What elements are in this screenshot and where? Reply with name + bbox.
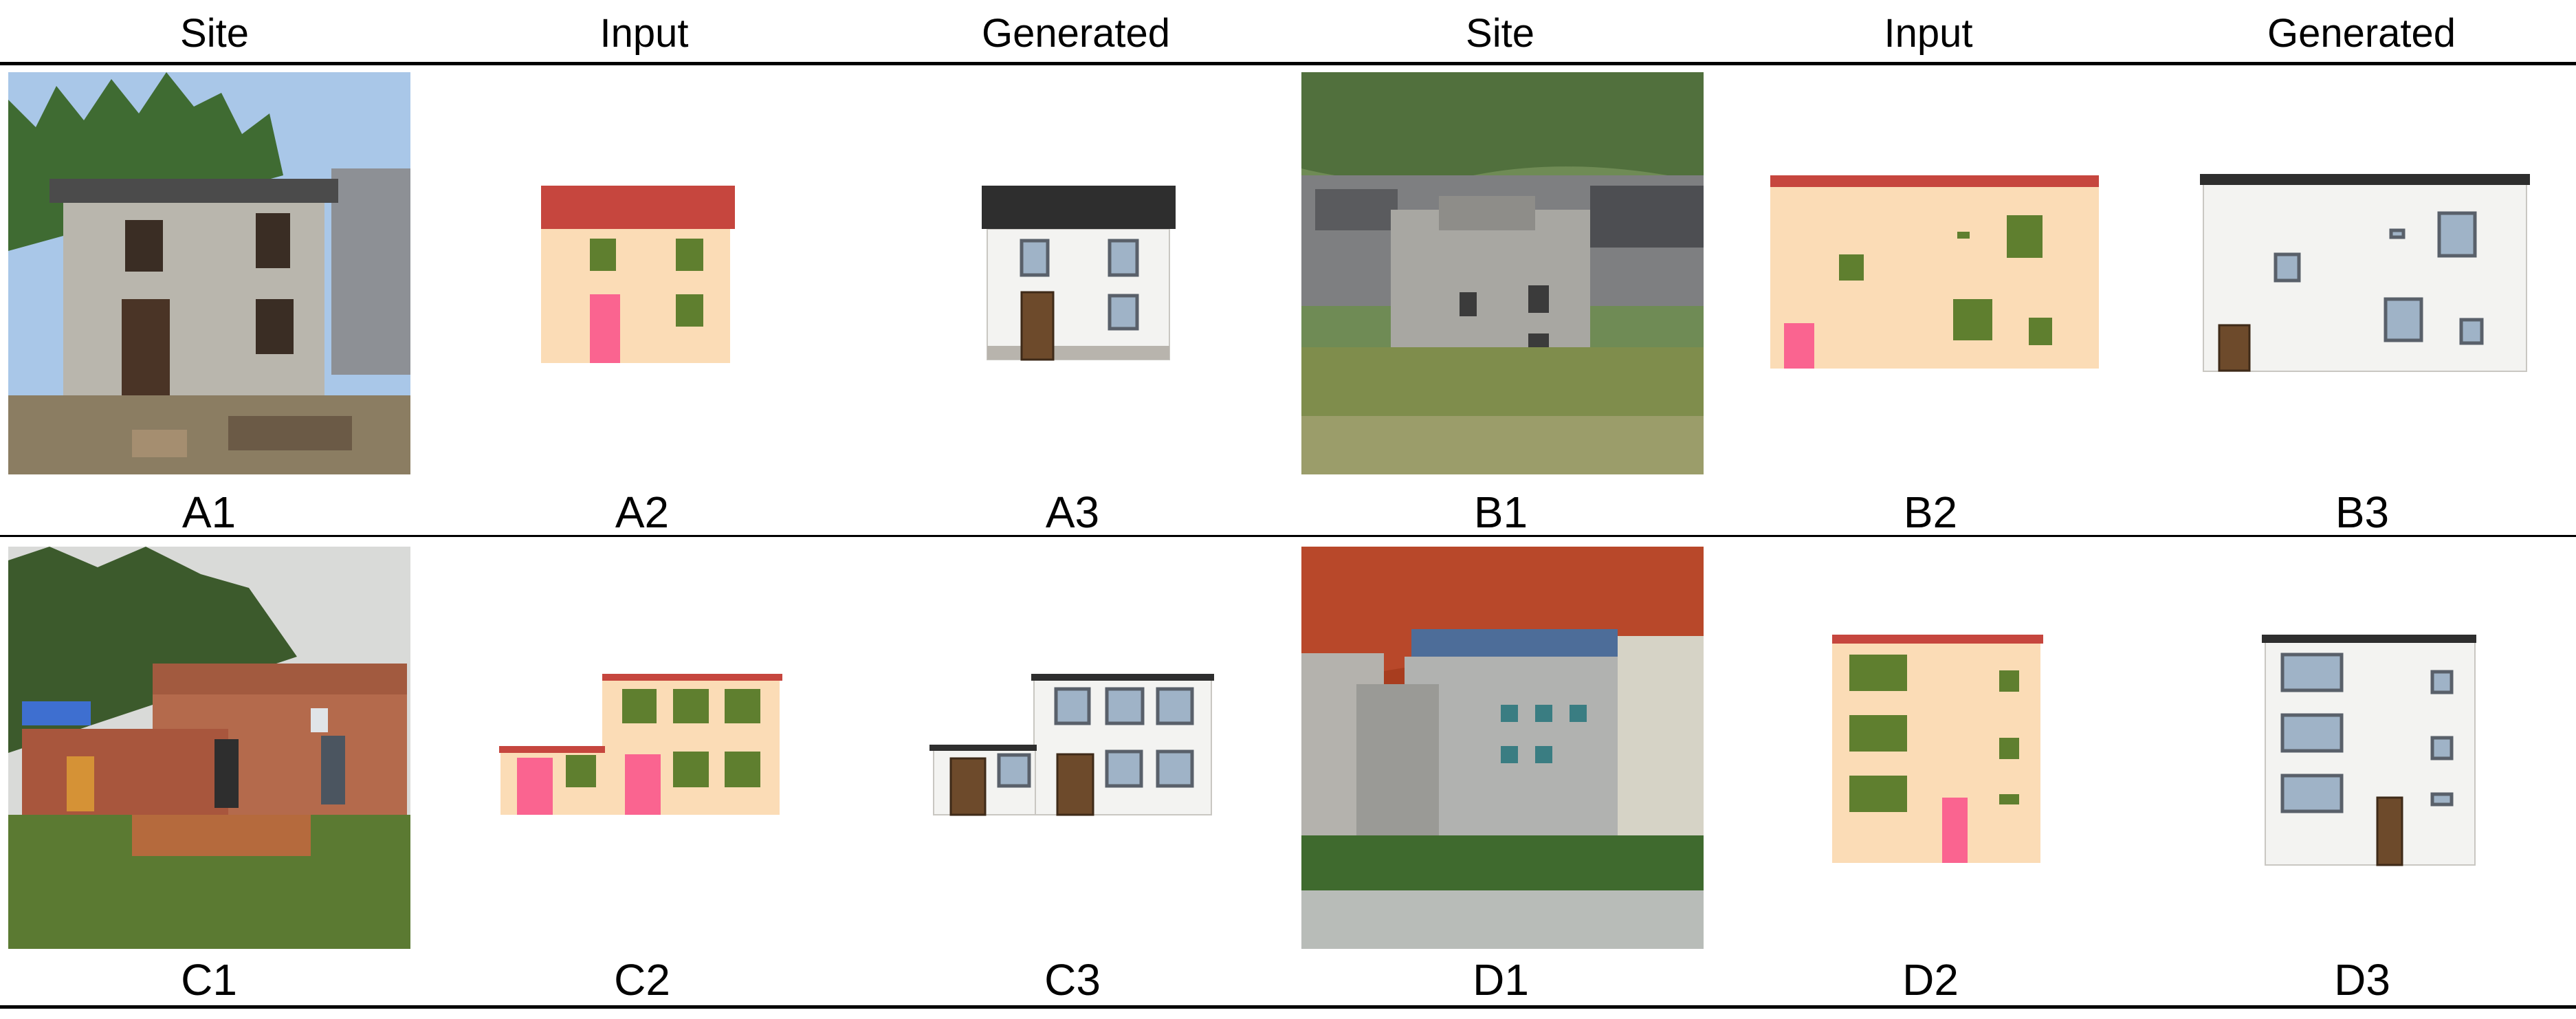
label-c3: C3: [1044, 955, 1101, 1005]
label-d1: D1: [1473, 955, 1529, 1005]
label-a2: A2: [615, 487, 670, 537]
header-input-2: Input: [1884, 11, 1973, 56]
photo-b1: [1301, 72, 1704, 474]
input-layout-a2: [440, 72, 842, 474]
generated-facade-b3: [2159, 72, 2561, 474]
label-b3: B3: [2335, 487, 2390, 537]
label-a1: A1: [181, 487, 236, 537]
header-generated-2: Generated: [2267, 11, 2456, 56]
label-d3: D3: [2334, 955, 2390, 1005]
header-site-1: Site: [180, 11, 249, 56]
label-b1: B1: [1473, 487, 1528, 537]
label-d2: D2: [1902, 955, 1959, 1005]
label-b2: B2: [1903, 487, 1958, 537]
input-layout-c2: [440, 547, 842, 949]
label-c1: C1: [181, 955, 237, 1005]
input-layout-b2: [1726, 72, 2128, 474]
header-generated-1: Generated: [981, 11, 1171, 56]
label-c2: C2: [614, 955, 670, 1005]
label-a3: A3: [1045, 487, 1100, 537]
photo-d1: [1301, 547, 1704, 949]
generated-facade-d3: [2159, 547, 2561, 949]
photo-c1: [8, 547, 410, 949]
top-rule: [0, 62, 2576, 65]
header-site-2: Site: [1466, 11, 1534, 56]
input-layout-d2: [1726, 547, 2128, 949]
generated-facade-c3: [872, 547, 1274, 949]
generated-facade-a3: [872, 72, 1274, 474]
bottom-rule: [0, 1005, 2576, 1009]
middle-rule: [0, 535, 2576, 537]
header-input-1: Input: [599, 11, 689, 56]
photo-a1: [8, 72, 410, 474]
